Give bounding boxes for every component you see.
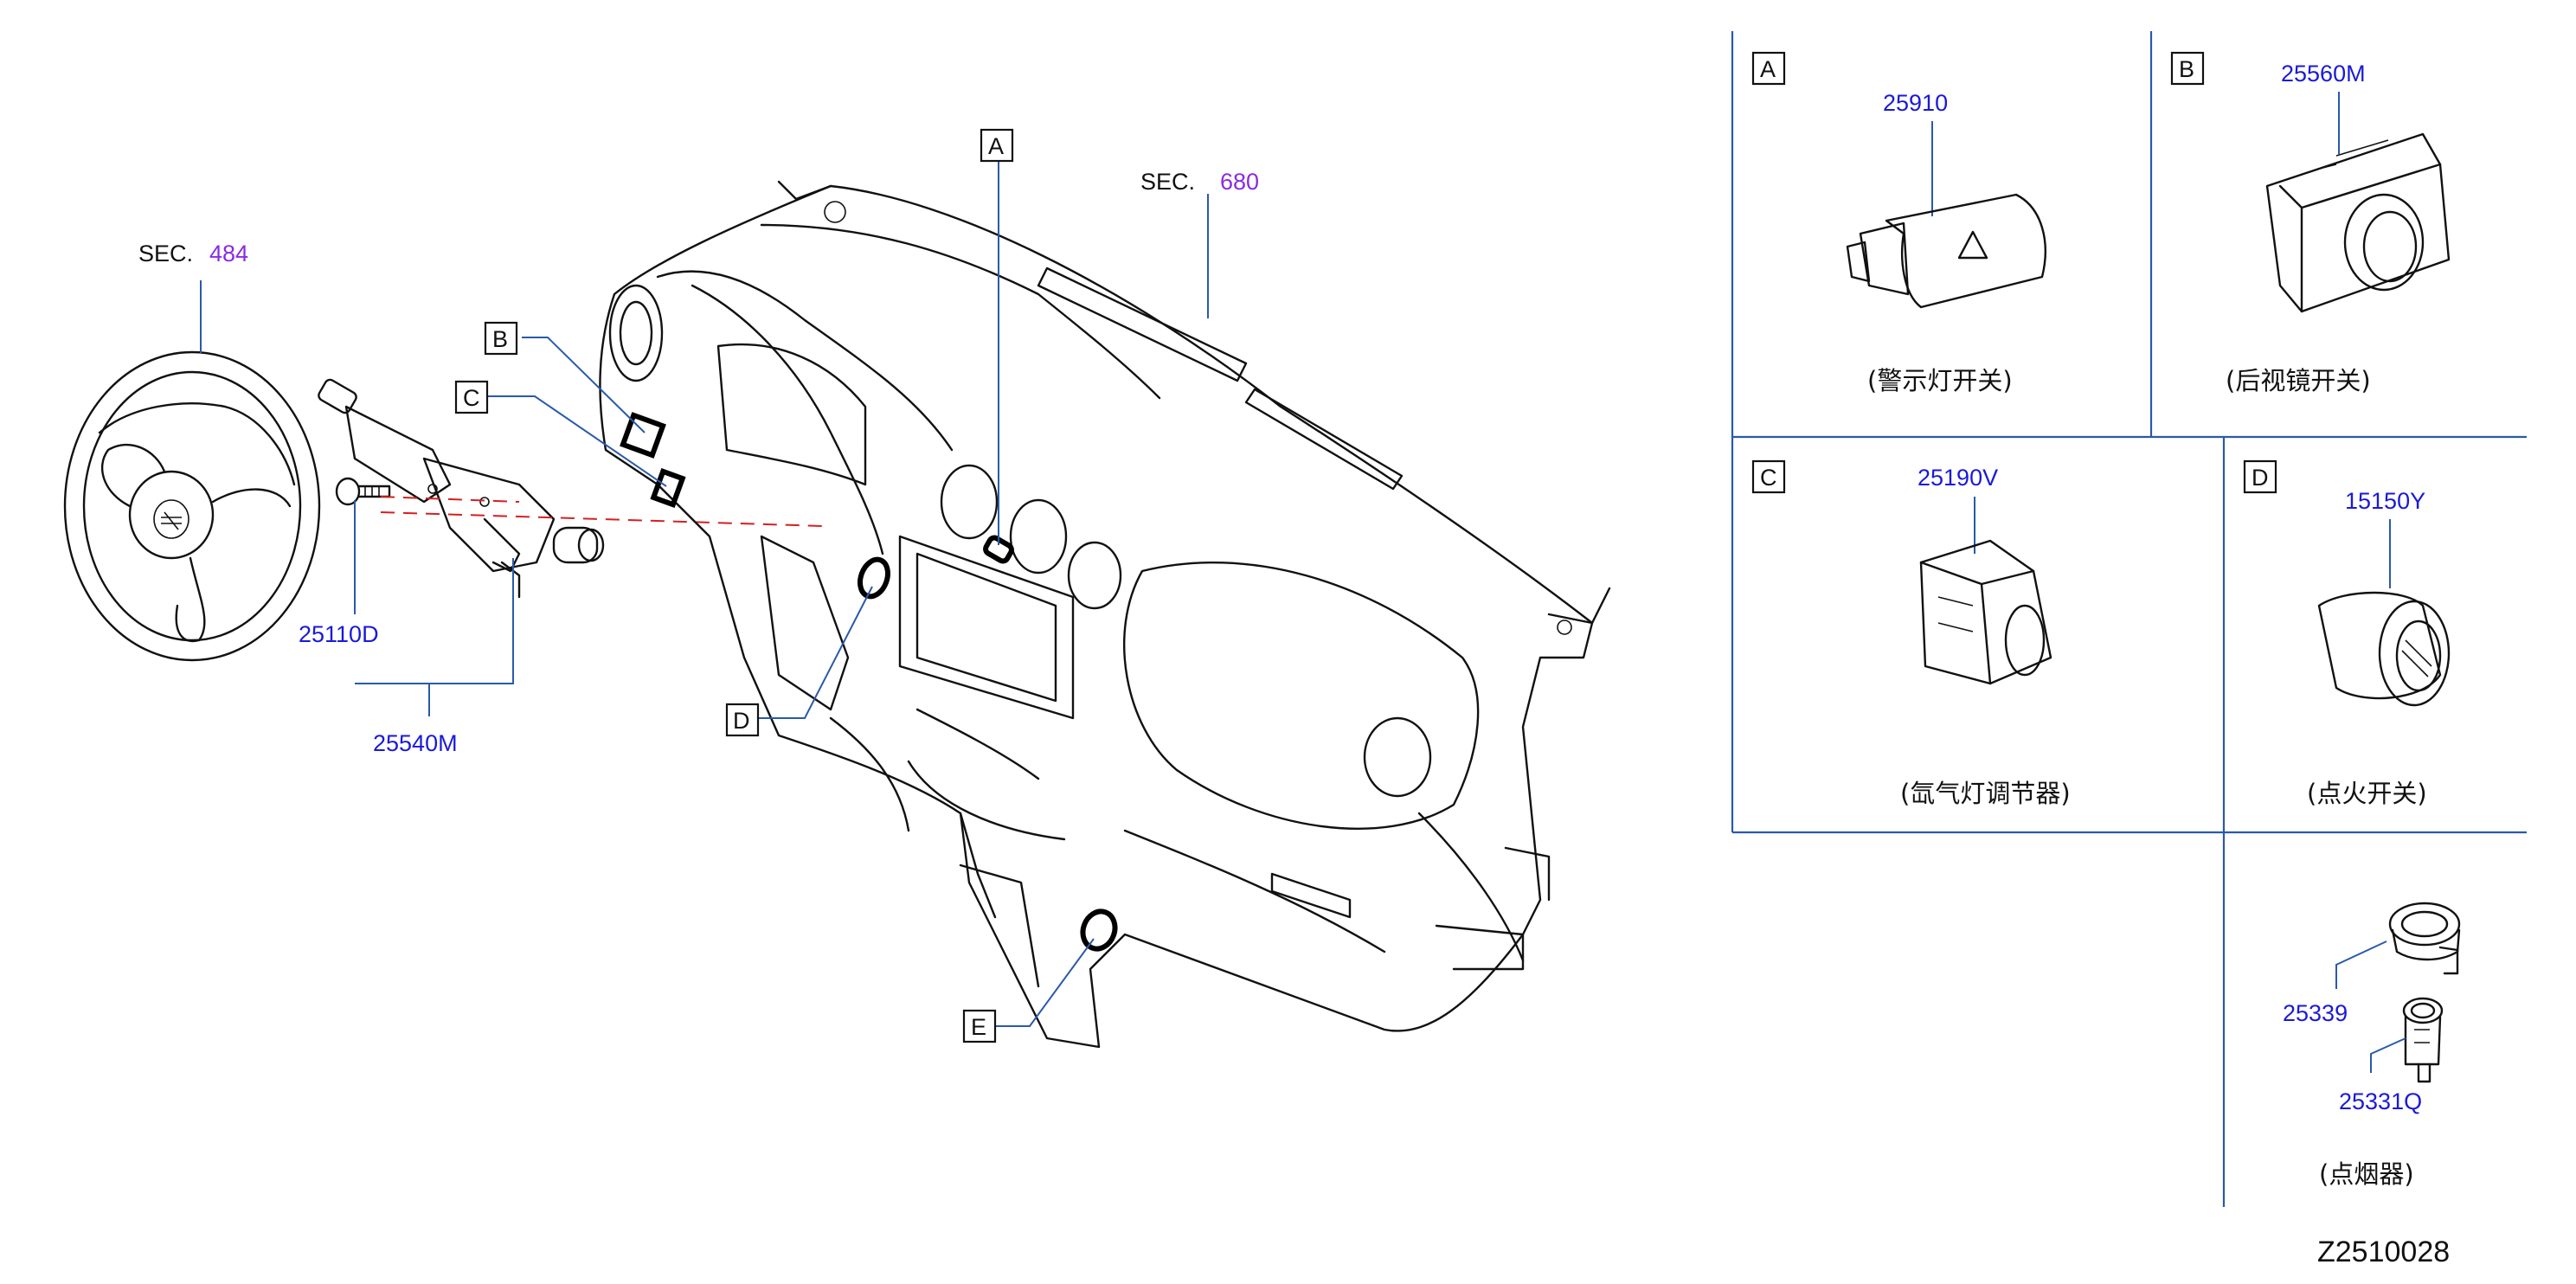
switch-b-mark — [620, 412, 666, 459]
mirror-switch-drawing — [2265, 132, 2451, 313]
part-number-25190V[interactable]: 25190V — [1918, 465, 1998, 491]
panel-a: A 25910 (警示灯开关) — [1751, 51, 2046, 395]
panel-b-caption: (后视镜开关) — [2226, 366, 2371, 395]
hazard-switch-drawing — [1846, 193, 2046, 309]
panel-e: 25339 25331Q (点烟器) — [2283, 902, 2461, 1189]
part-number-25331Q[interactable]: 25331Q — [2339, 1088, 2422, 1114]
sec-680-number[interactable]: 680 — [1220, 169, 1259, 195]
callout-b[interactable]: B — [484, 321, 518, 356]
panel-a-letter: A — [1760, 56, 1776, 82]
callout-e-letter: E — [971, 1014, 986, 1040]
panel-a-caption: (警示灯开关) — [1867, 366, 2013, 395]
callout-b-letter: B — [492, 326, 508, 352]
switch-e-mark — [1080, 908, 1118, 952]
callout-c[interactable]: C — [454, 380, 489, 414]
panel-d-letter: D — [2252, 465, 2269, 491]
cigarette-lighter-drawing — [2388, 902, 2461, 1083]
panel-c-caption: (氙气灯调节器) — [1900, 779, 2071, 808]
panel-d: D 15150Y (点火开关) — [2243, 459, 2451, 808]
part-number-25910[interactable]: 25910 — [1883, 90, 1948, 116]
ignition-switch-drawing — [2317, 591, 2451, 707]
panel-c: C 25190V (氙气灯调节器) — [1751, 459, 2071, 808]
part-number-15150Y[interactable]: 15150Y — [2345, 488, 2425, 514]
switch-a-mark — [983, 535, 1014, 564]
callout-a[interactable]: A — [980, 128, 1014, 163]
callout-e[interactable]: E — [962, 1009, 997, 1043]
switch-c-mark — [650, 468, 686, 508]
callout-a-letter: A — [988, 133, 1004, 159]
sec-484-prefix: SEC. — [138, 241, 193, 266]
instrument-panel-drawing — [599, 180, 1611, 1049]
part-number-25540M[interactable]: 25540M — [373, 730, 458, 756]
detail-grid — [1731, 31, 2527, 1207]
diagram-id: Z2510028 — [2317, 1236, 2450, 1268]
callout-d[interactable]: D — [725, 703, 760, 737]
panel-b: B 25560M (后视镜开关) — [2170, 51, 2451, 395]
combination-switch-drawing — [318, 378, 823, 599]
sec-680-prefix: SEC. — [1140, 169, 1195, 195]
switch-d-mark — [858, 556, 890, 600]
part-number-25339[interactable]: 25339 — [2283, 1000, 2348, 1026]
part-number-25110D[interactable]: 25110D — [299, 621, 379, 647]
panel-b-letter: B — [2179, 56, 2194, 82]
callout-c-letter: C — [463, 385, 480, 411]
headlamp-leveler-drawing — [1919, 539, 2052, 685]
sec-484-number[interactable]: 484 — [209, 241, 248, 266]
callout-d-letter: D — [733, 708, 750, 734]
steering-wheel-drawing — [63, 350, 321, 662]
panel-c-letter: C — [1760, 465, 1777, 491]
panel-d-caption: (点火开关) — [2307, 779, 2427, 808]
part-number-25560M[interactable]: 25560M — [2281, 61, 2366, 87]
panel-e-caption: (点烟器) — [2319, 1159, 2414, 1189]
